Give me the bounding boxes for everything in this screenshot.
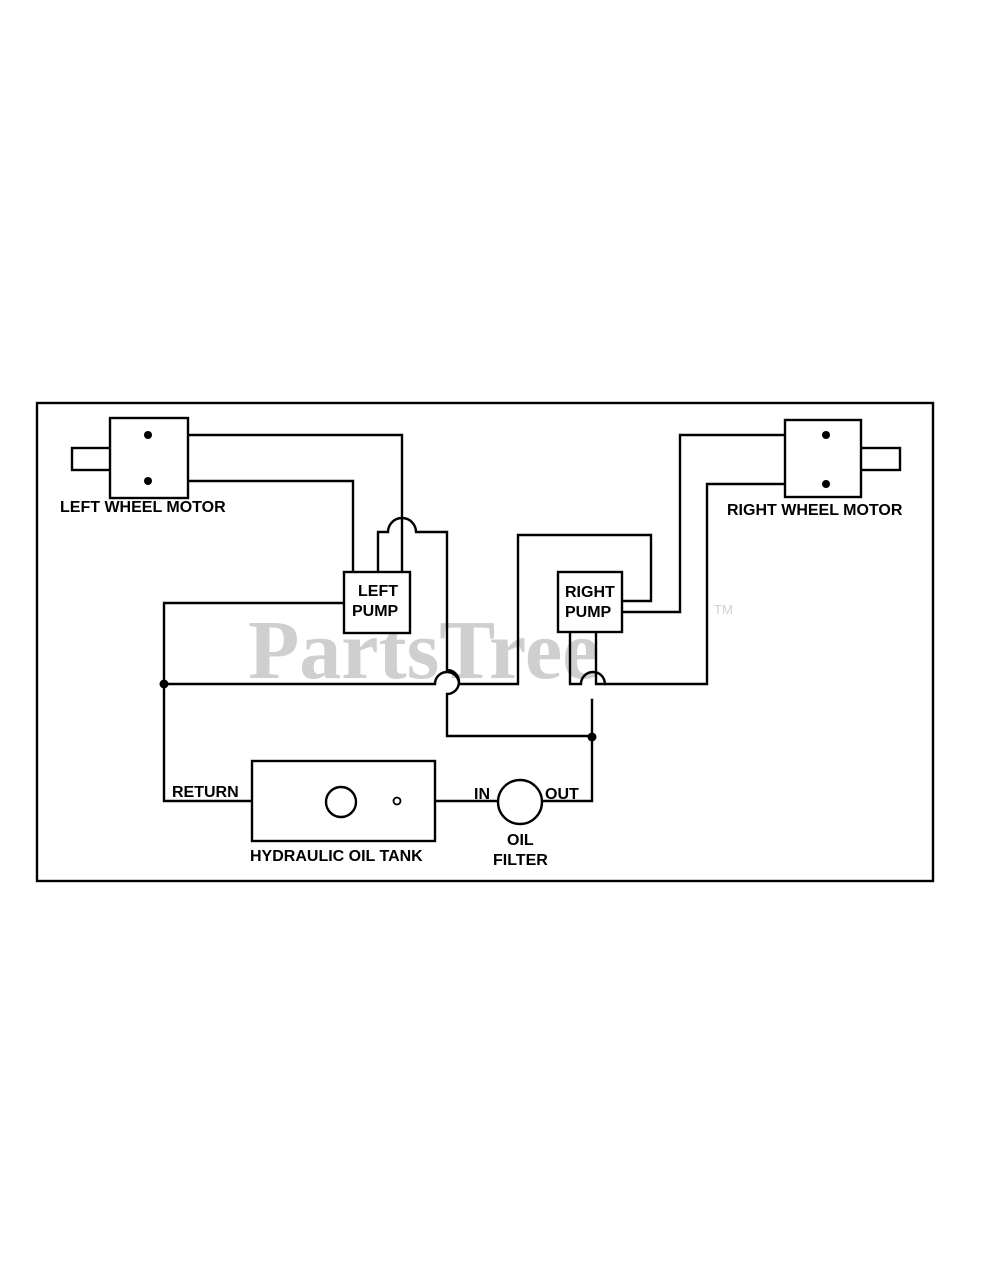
right-pump-label-2: PUMP: [565, 604, 612, 621]
junction-return: [159, 679, 169, 689]
right-pump: RIGHT PUMP: [556, 570, 624, 634]
filter-out-label: OUT: [545, 786, 579, 803]
diagram-frame: [35, 401, 935, 883]
oil-filter-label-1: OIL: [507, 832, 534, 849]
right-wheel-motor: [783, 418, 902, 499]
labels: LEFT WHEEL MOTOR RIGHT WHEEL MOTOR RETUR…: [60, 499, 903, 869]
left-pump-label-2: PUMP: [352, 603, 399, 620]
left-motor-shaft: [70, 446, 114, 472]
left-pump: LEFT PUMP: [342, 570, 412, 635]
line-left-motor-top: [146, 433, 404, 574]
right-pump-label-1: RIGHT: [565, 584, 615, 601]
right-motor-shaft: [857, 446, 902, 472]
left-motor-body: [108, 416, 190, 500]
line-right-motor-bottom: [594, 482, 828, 686]
line-left-pump-return: [162, 601, 346, 803]
left-wheel-motor-label: LEFT WHEEL MOTOR: [60, 499, 226, 516]
right-motor-port-top: [822, 431, 830, 439]
watermark-text: PartsTree: [248, 604, 599, 697]
line-right-motor-top: [620, 433, 828, 614]
tank-fill-cap: [324, 785, 358, 819]
line-right-pump-feed: [568, 630, 607, 686]
left-wheel-motor: [70, 416, 190, 500]
line-left-motor-bottom: [146, 479, 355, 574]
watermark: PartsTree TM: [248, 602, 733, 697]
oil-filter: [496, 778, 544, 826]
left-pump-label-1: LEFT: [358, 583, 398, 600]
line-left-pump-crossover: [376, 516, 594, 738]
oil-filter-body: [496, 778, 544, 826]
left-pump-body: [342, 570, 412, 635]
right-pump-body: [556, 570, 624, 634]
hydraulic-oil-tank: [250, 759, 437, 843]
hydraulic-oil-tank-label: HYDRAULIC OIL TANK: [250, 848, 423, 865]
right-wheel-motor-label: RIGHT WHEEL MOTOR: [727, 502, 903, 519]
junctions: [159, 679, 597, 742]
tank-outlet-port: [392, 796, 402, 806]
right-motor-port-bottom: [822, 480, 830, 488]
watermark-trademark: TM: [714, 602, 733, 617]
return-label: RETURN: [172, 784, 239, 801]
line-return-to-right-pump: [162, 533, 653, 686]
left-motor-port-bottom: [144, 477, 152, 485]
left-motor-port-top: [144, 431, 152, 439]
oil-filter-label-2: FILTER: [493, 852, 548, 869]
filter-in-label: IN: [474, 786, 490, 803]
junction-filter-out: [587, 732, 597, 742]
